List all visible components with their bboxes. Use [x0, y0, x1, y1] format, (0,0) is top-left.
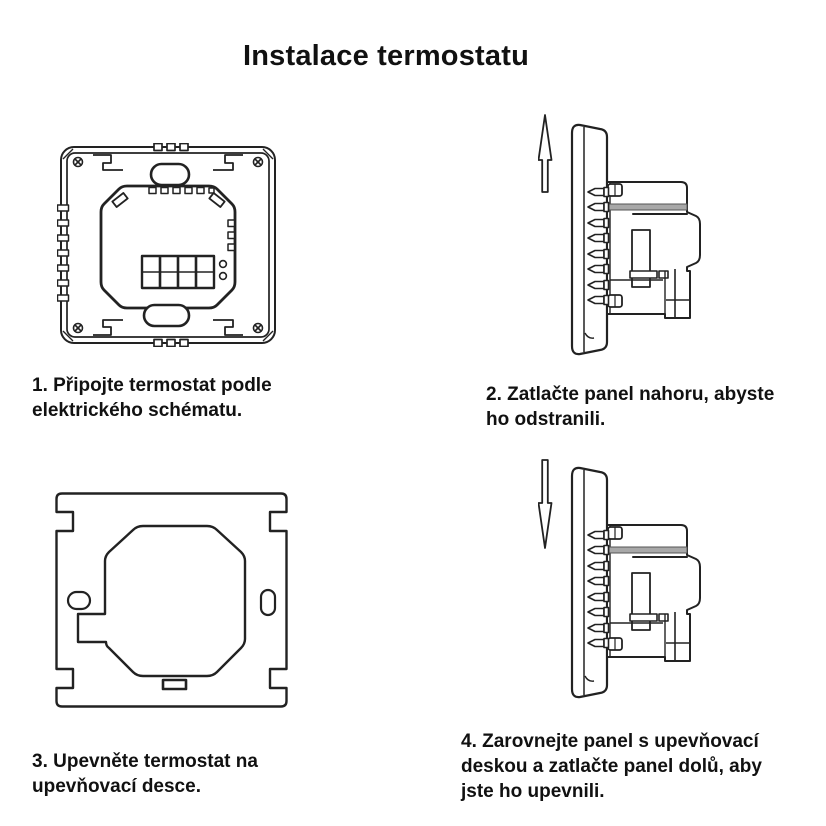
right-screw-slot [259, 588, 277, 617]
step-4-line-2: deskou a zatlačte panel dolů, aby [461, 756, 762, 778]
step-2-line-2: ho odstranili. [486, 409, 606, 431]
page-title: Instalace termostatu [242, 40, 530, 72]
figure-thermostat-back-view [57, 143, 276, 347]
step-3-caption: 3. Upevněte termostat na upevňovací desc… [32, 749, 258, 799]
terminal-block [140, 254, 216, 290]
figure-mounting-plate [55, 492, 288, 708]
step-4-line-3: jste ho upevnili. [461, 781, 605, 803]
arrow-up-icon [538, 114, 553, 193]
bottom-latch-slot [161, 678, 188, 691]
step-1-caption: 1. Připojte termostat podle elektrického… [32, 373, 272, 423]
terminal-screw [218, 259, 228, 269]
bottom-oval-tab [142, 303, 191, 328]
left-screw-slot [66, 590, 92, 611]
corner-screws [72, 156, 264, 334]
arrow-down-icon [538, 459, 553, 549]
corner-brackets [93, 154, 243, 336]
step-3-line-2: upevňovací desce. [32, 776, 201, 798]
step-2-caption: 2. Zatlačte panel nahoru, abyste ho odst… [486, 382, 774, 432]
step-1-line-1: 1. Připojte termostat podle [32, 375, 272, 396]
edge-clips [153, 143, 189, 347]
terminal-screw [218, 271, 228, 281]
step-4-caption: 4. Zarovnejte panel s upevňovací deskou … [461, 729, 762, 804]
top-oval-tab [149, 162, 191, 187]
octagon-housing [99, 184, 237, 310]
octagon-cutout [76, 524, 247, 678]
step-2-line-1: 2. Zatlačte panel nahoru, abyste [486, 384, 775, 405]
step-1-line-2: elektrického schématu. [32, 400, 243, 422]
side-vent-tabs [57, 204, 70, 302]
step-3-line-1: 3. Upevněte termostat na [32, 751, 258, 772]
figure-side-view-attach [538, 459, 702, 699]
figure-side-view-remove [538, 114, 702, 356]
plate-outline [55, 492, 288, 708]
step-4-line-1: 4. Zarovnejte panel s upevňovací [461, 731, 759, 752]
